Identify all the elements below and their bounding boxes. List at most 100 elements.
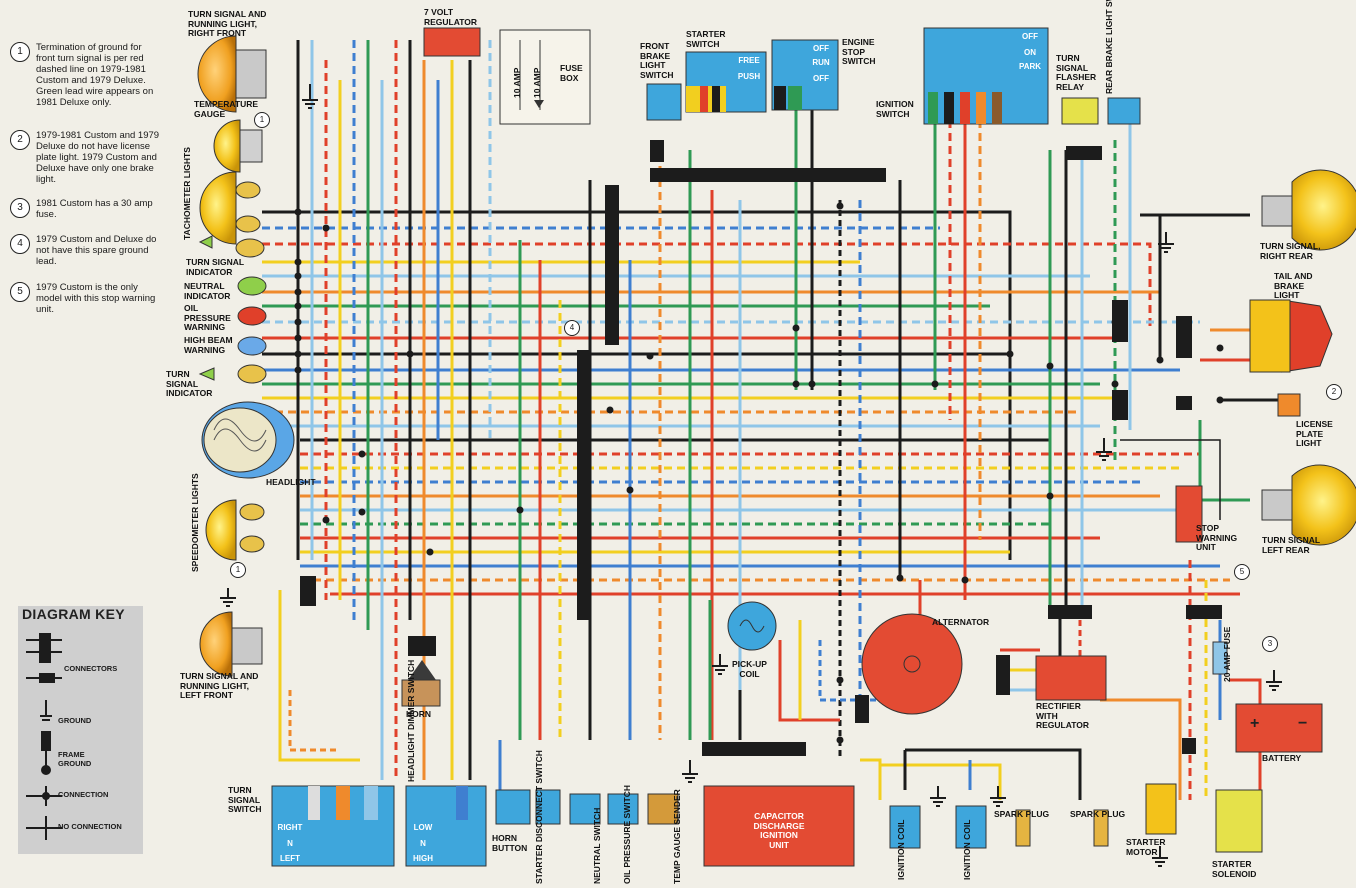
- ignition-coil-1: [889, 805, 921, 849]
- label-high: HIGH: [413, 854, 433, 863]
- label-ignition-coil-2: IGNITION COIL: [962, 819, 972, 880]
- starter-switch: [685, 51, 767, 113]
- label-turn-signal-right-rear: TURN SIGNAL, RIGHT REAR: [1260, 241, 1321, 261]
- label-starter-motor: STARTER MOTOR: [1126, 837, 1166, 857]
- turn-signal-left-front-lamp: [199, 611, 263, 677]
- diagram-key-panel: [18, 606, 143, 854]
- license-plate-light: [1277, 393, 1301, 417]
- diagram-key-title: DIAGRAM KEY: [22, 606, 125, 622]
- note-text: 1979-1981 Custom and 1979 Deluxe do not …: [36, 130, 160, 185]
- label-ignition-coil-1: IGNITION COIL: [896, 819, 906, 880]
- temp-gauge-sender: [647, 793, 679, 825]
- note-number: 1: [10, 42, 30, 62]
- label-tachometer-lights: TACHOMETER LIGHTS: [182, 147, 192, 240]
- key-ground: GROUND: [58, 716, 92, 725]
- fuse-box: [499, 29, 591, 125]
- key-frame-ground: FRAME GROUND: [58, 750, 92, 768]
- callout-number: 1: [230, 562, 246, 578]
- label-speedometer-lights: SPEEDOMETER LIGHTS: [190, 473, 200, 572]
- label-n-2: N: [420, 839, 426, 848]
- note-text: 1979 Custom is the only model with this …: [36, 282, 156, 315]
- label-stop-warning-unit: STOP WARNING UNIT: [1196, 523, 1238, 552]
- note-number: 4: [10, 234, 30, 254]
- label-rear-brake-switch-1: REAR BRAKE LIGHT SWITCH: [1104, 0, 1114, 94]
- front-brake-switch: [646, 83, 682, 121]
- label-turn-signal-indicator-right: TURN SIGNAL INDICATOR: [186, 257, 245, 277]
- spark-plug-1: [1015, 809, 1031, 847]
- label-spark-plug-1: SPARK PLUG: [994, 809, 1050, 819]
- note-text: 1981 Custom has a 30 amp fuse.: [36, 198, 153, 220]
- label-starter-switch: STARTER SWITCH: [686, 29, 726, 49]
- label-rectifier: RECTIFIER WITH REGULATOR: [1036, 701, 1090, 730]
- neutral-switch: [569, 793, 601, 825]
- temperature-gauge-lamp: [213, 119, 263, 173]
- label-headlight-dimmer-switch: HEADLIGHT DIMMER SWITCH: [406, 659, 416, 782]
- tachometer-lights-lamps: [199, 171, 261, 245]
- label-left: LEFT: [280, 854, 300, 863]
- label-turn-signal-switch: TURN SIGNAL SWITCH: [228, 785, 262, 814]
- label-neutral-indicator: NEUTRAL INDICATOR: [184, 281, 231, 301]
- label-n-1: N: [287, 839, 293, 848]
- fuse-20-amp: [1212, 641, 1228, 675]
- label-oil-pressure-warning: OIL PRESSURE WARNING: [184, 303, 231, 332]
- label-run: RUN: [812, 58, 830, 67]
- svg-text:+: +: [1250, 715, 1259, 732]
- note-number: 5: [10, 282, 30, 302]
- ignition-coil-2: [955, 805, 987, 849]
- indicator-lamps: [198, 235, 267, 384]
- svg-text:−: −: [1298, 715, 1307, 732]
- label-right: RIGHT: [277, 823, 303, 832]
- rectifier-regulator: [1035, 655, 1107, 701]
- horn: [401, 660, 441, 707]
- callout-number: 5: [1234, 564, 1250, 580]
- pickup-coil: [727, 601, 777, 651]
- alternator: [861, 613, 963, 715]
- label-ignition-switch: IGNITION SWITCH: [876, 99, 914, 119]
- cdi-unit: [703, 785, 855, 867]
- volt-regulator: [423, 27, 481, 57]
- engine-stop-switch: [771, 39, 839, 111]
- connection-dots: [294, 202, 1224, 744]
- label-battery: BATTERY: [1262, 753, 1302, 763]
- starter-motor: [1145, 783, 1177, 835]
- label-off: OFF: [813, 44, 829, 53]
- label-spark-plug-2: SPARK PLUG: [1070, 809, 1126, 819]
- speedometer-lights-lamps: [205, 499, 265, 561]
- starter-solenoid: [1215, 789, 1263, 853]
- diagram-key-graphics: [26, 633, 62, 840]
- turn-signal-left-rear-lamp: [1261, 464, 1356, 546]
- callout-number: 4: [564, 320, 580, 336]
- label-front-brake-switch: FRONT BRAKE LIGHT SWITCH: [640, 41, 674, 80]
- spark-plug-2: [1093, 809, 1109, 847]
- label-headlight: HEADLIGHT: [266, 477, 316, 487]
- ground-symbols: [220, 84, 1282, 867]
- label-ignition-park: PARK: [1018, 62, 1042, 71]
- label-volt-regulator: 7 VOLT REGULATOR: [424, 7, 478, 27]
- callout-number: 2: [1326, 384, 1342, 400]
- note-number: 3: [10, 198, 30, 218]
- label-horn-button: HORN BUTTON: [492, 833, 528, 853]
- label-temp-gauge-sender: TEMP GAUGE SENDER: [672, 789, 682, 884]
- label-20-amp-fuse: 20 AMP FUSE: [1222, 626, 1232, 682]
- ignition-switch: [923, 27, 1049, 125]
- note-text: Termination of ground for front turn sig…: [36, 42, 154, 108]
- headlight-lamp: [201, 401, 295, 479]
- oil-pressure-switch: [607, 793, 639, 825]
- label-high-beam-warning: HIGH BEAM WARNING: [184, 335, 233, 355]
- note-text: 1979 Custom and Deluxe do not have this …: [36, 234, 157, 267]
- label-fuse-box: FUSE BOX: [560, 63, 583, 83]
- starter-disconnect-switch: [535, 789, 561, 825]
- label-alternator: ALTERNATOR: [932, 617, 990, 627]
- key-connection: CONNECTION: [58, 790, 109, 799]
- label-turn-signal-left-rear: TURN SIGNAL LEFT REAR: [1262, 535, 1321, 555]
- label-license-plate-light: LICENSE PLATE LIGHT: [1296, 419, 1333, 448]
- stop-warning-unit: [1175, 485, 1203, 543]
- battery: + −: [1235, 703, 1323, 753]
- label-neutral-switch: NEUTRAL SWITCH: [592, 807, 602, 884]
- headlight-dimmer-switch: [405, 785, 487, 867]
- note-number: 2: [10, 130, 30, 150]
- tail-brake-light: [1249, 299, 1333, 373]
- harness-wires: [262, 40, 1280, 800]
